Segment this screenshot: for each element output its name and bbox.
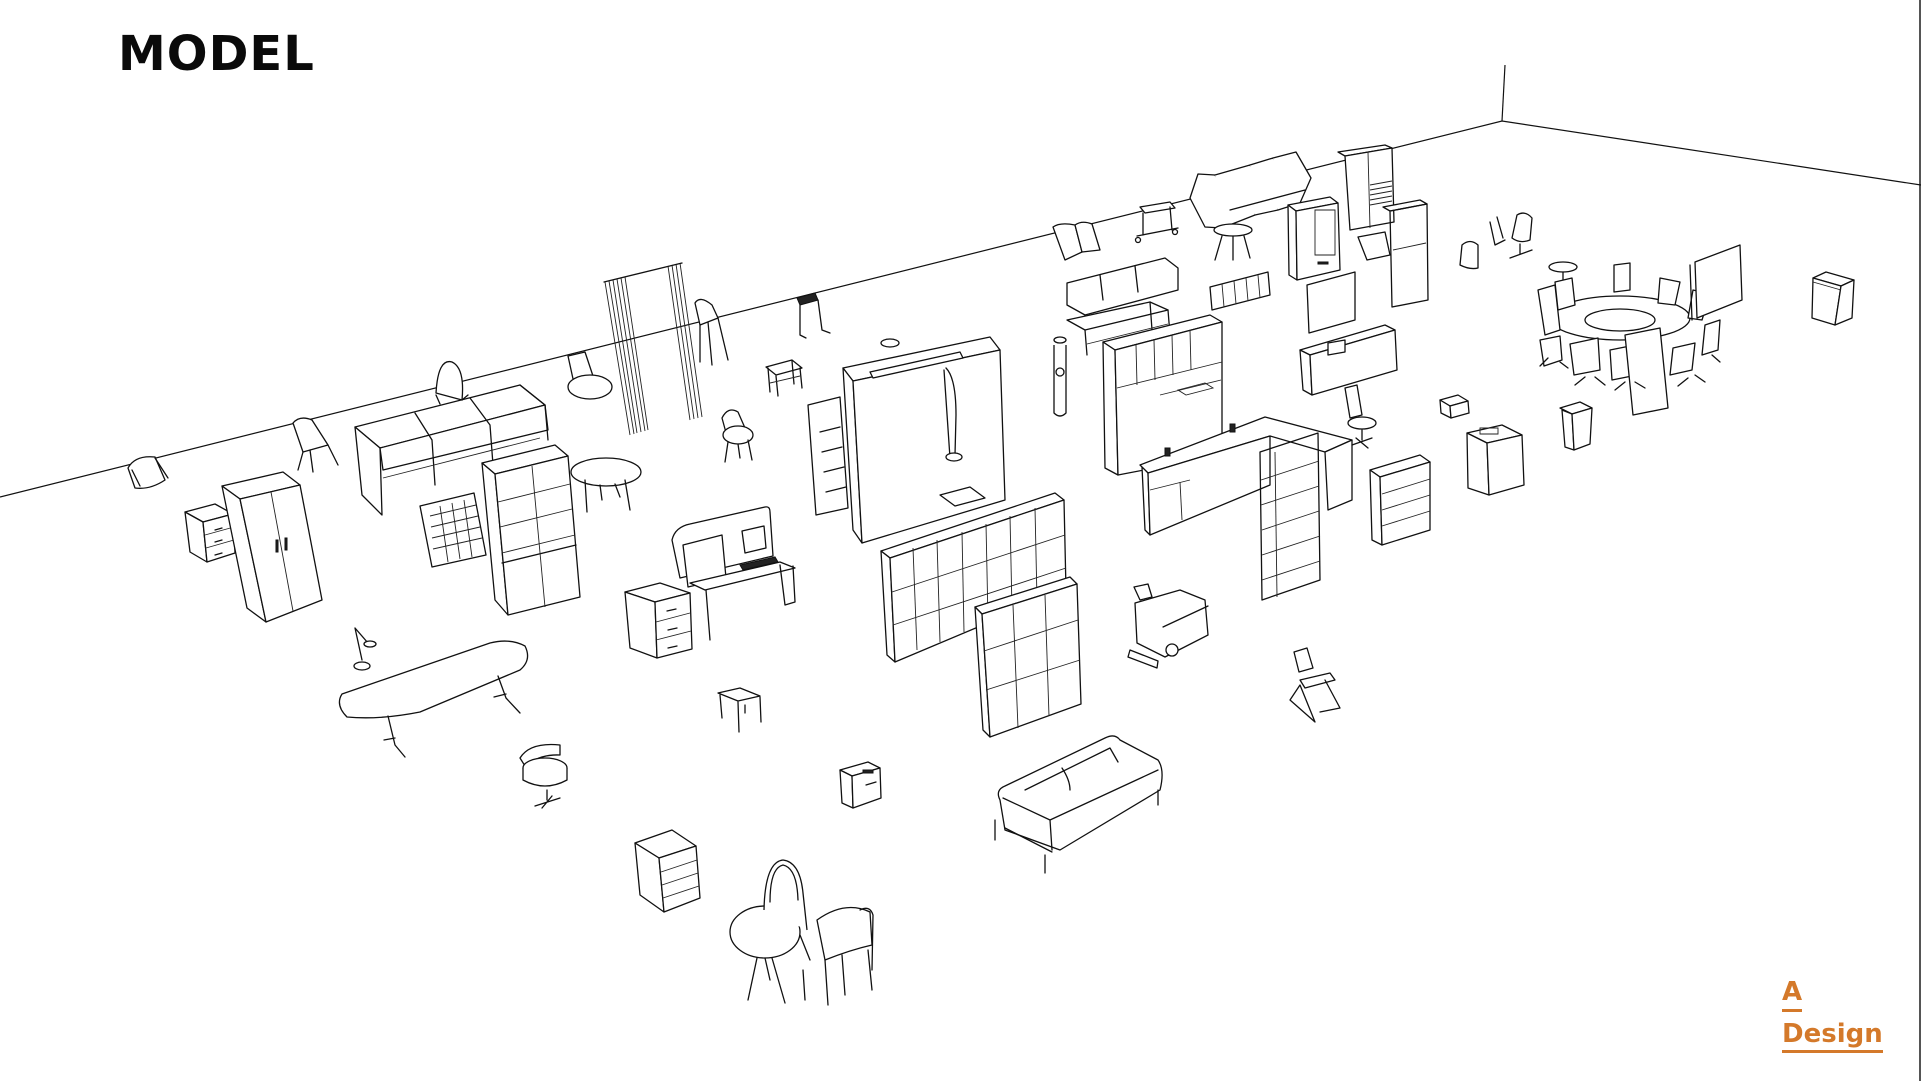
glass-bookcase [482, 445, 580, 615]
high-back-chair [436, 362, 468, 404]
coffee-table [1067, 302, 1170, 355]
waiting-sofa [1053, 222, 1178, 315]
cafe-chair-2 [817, 908, 873, 1006]
drawer-pedestal [185, 504, 235, 562]
sofa [995, 736, 1162, 873]
sink-cabinet [1467, 425, 1524, 495]
tall-cabinet [1338, 145, 1394, 230]
refrigerator [1288, 197, 1340, 280]
cafe-chair [764, 860, 810, 1000]
mobile-pedestal [635, 830, 700, 912]
long-conference-table [339, 641, 527, 757]
service-cart [766, 360, 802, 396]
logo-wordmark: Design [1782, 1019, 1883, 1054]
presentation-board [1690, 245, 1742, 320]
printer [840, 762, 881, 808]
oval-coffee-table [571, 458, 641, 512]
tea-trolley [1136, 202, 1179, 243]
sled-chair [1290, 648, 1340, 722]
trash-bin [1560, 402, 1592, 450]
reception-counter [1140, 417, 1352, 535]
wardrobe [222, 472, 322, 622]
open-shelving-unit [975, 577, 1081, 737]
reception-desk [1300, 325, 1397, 395]
lounge-chair [568, 352, 612, 399]
desk-lamp [354, 628, 376, 670]
microwave [1440, 395, 1469, 418]
whiteboard [1307, 272, 1355, 333]
armchair [722, 410, 753, 462]
low-cubby [1210, 272, 1270, 310]
logo-letter: A [1782, 978, 1803, 1012]
file-cabinet [1370, 455, 1430, 545]
office-chair [1345, 385, 1376, 448]
study-carrels [355, 385, 548, 515]
pigeonhole-cabinet [420, 493, 486, 567]
locker-cabinet [881, 493, 1066, 662]
shell-chair [128, 457, 168, 489]
ring-conference-table [1538, 263, 1720, 415]
clear-chair [293, 418, 338, 472]
page-title: MODEL [118, 26, 315, 82]
side-chairs [1460, 213, 1532, 268]
side-stool [718, 688, 761, 732]
curtain-panels [604, 263, 702, 435]
brand-logo: A Design [1782, 978, 1883, 1054]
swivel-chair [520, 745, 567, 808]
small-cabinet [1812, 272, 1854, 325]
coat-stand [1358, 200, 1428, 307]
phone-booth [843, 337, 1005, 543]
kitchen-cabinets [1103, 315, 1222, 475]
desk-with-monitor [672, 507, 795, 640]
bookshelf [808, 397, 848, 515]
room-outline [0, 65, 1921, 497]
drawer-pedestal-2 [625, 583, 692, 658]
bar-stool [695, 299, 728, 365]
cleaning-robot [1128, 584, 1208, 668]
water-dispenser [1054, 337, 1066, 416]
tall-shelf [1260, 433, 1320, 600]
stool [797, 293, 830, 338]
